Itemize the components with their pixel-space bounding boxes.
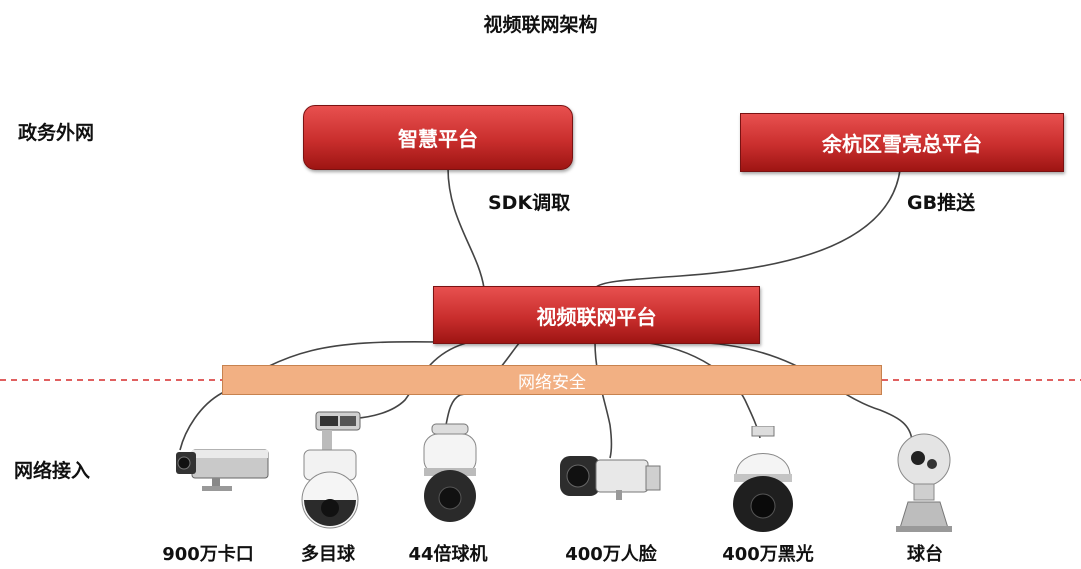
gb-label: GB推送 (907, 192, 976, 214)
yuhang-platform-label: 余杭区雪亮总平台 (822, 132, 982, 156)
zone-label-lower: 网络接入 (14, 460, 91, 482)
ptz-dome-icon (423, 423, 477, 522)
face-camera-icon (560, 456, 661, 500)
zone-label-upper: 政务外网 (18, 122, 95, 144)
smart-platform-label: 智慧平台 (398, 127, 478, 151)
edge-sdk-line (447, 167, 485, 289)
video-platform-node: 视频联网平台 (433, 286, 760, 344)
device-label-3: 44倍球机 (408, 544, 488, 565)
multi-lens-dome-icon (301, 411, 361, 529)
diagram-title: 视频联网架构 (483, 14, 598, 36)
device-label-1: 900万卡口 (162, 544, 254, 565)
bullet-camera-icon (176, 449, 269, 491)
device-label-2: 多目球 (301, 544, 355, 565)
smart-platform-node: 智慧平台 (303, 105, 573, 170)
network-security-label: 网络安全 (518, 372, 586, 393)
yuhang-platform-node: 余杭区雪亮总平台 (740, 113, 1064, 172)
network-security-bar: 网络安全 (222, 365, 882, 395)
device-label-5: 400万黑光 (722, 544, 814, 565)
edge-gb-line (594, 169, 901, 289)
edge-device-4 (594, 341, 613, 459)
device-label-6: 球台 (907, 544, 943, 565)
pan-tilt-turret-icon (896, 433, 952, 532)
edge-device-2 (339, 341, 471, 420)
device-label-4: 400万人脸 (565, 544, 657, 565)
sdk-label: SDK调取 (488, 192, 571, 214)
video-platform-label: 视频联网平台 (536, 304, 657, 329)
blacklight-dome-icon (733, 426, 793, 532)
edge-device-6 (689, 341, 913, 441)
